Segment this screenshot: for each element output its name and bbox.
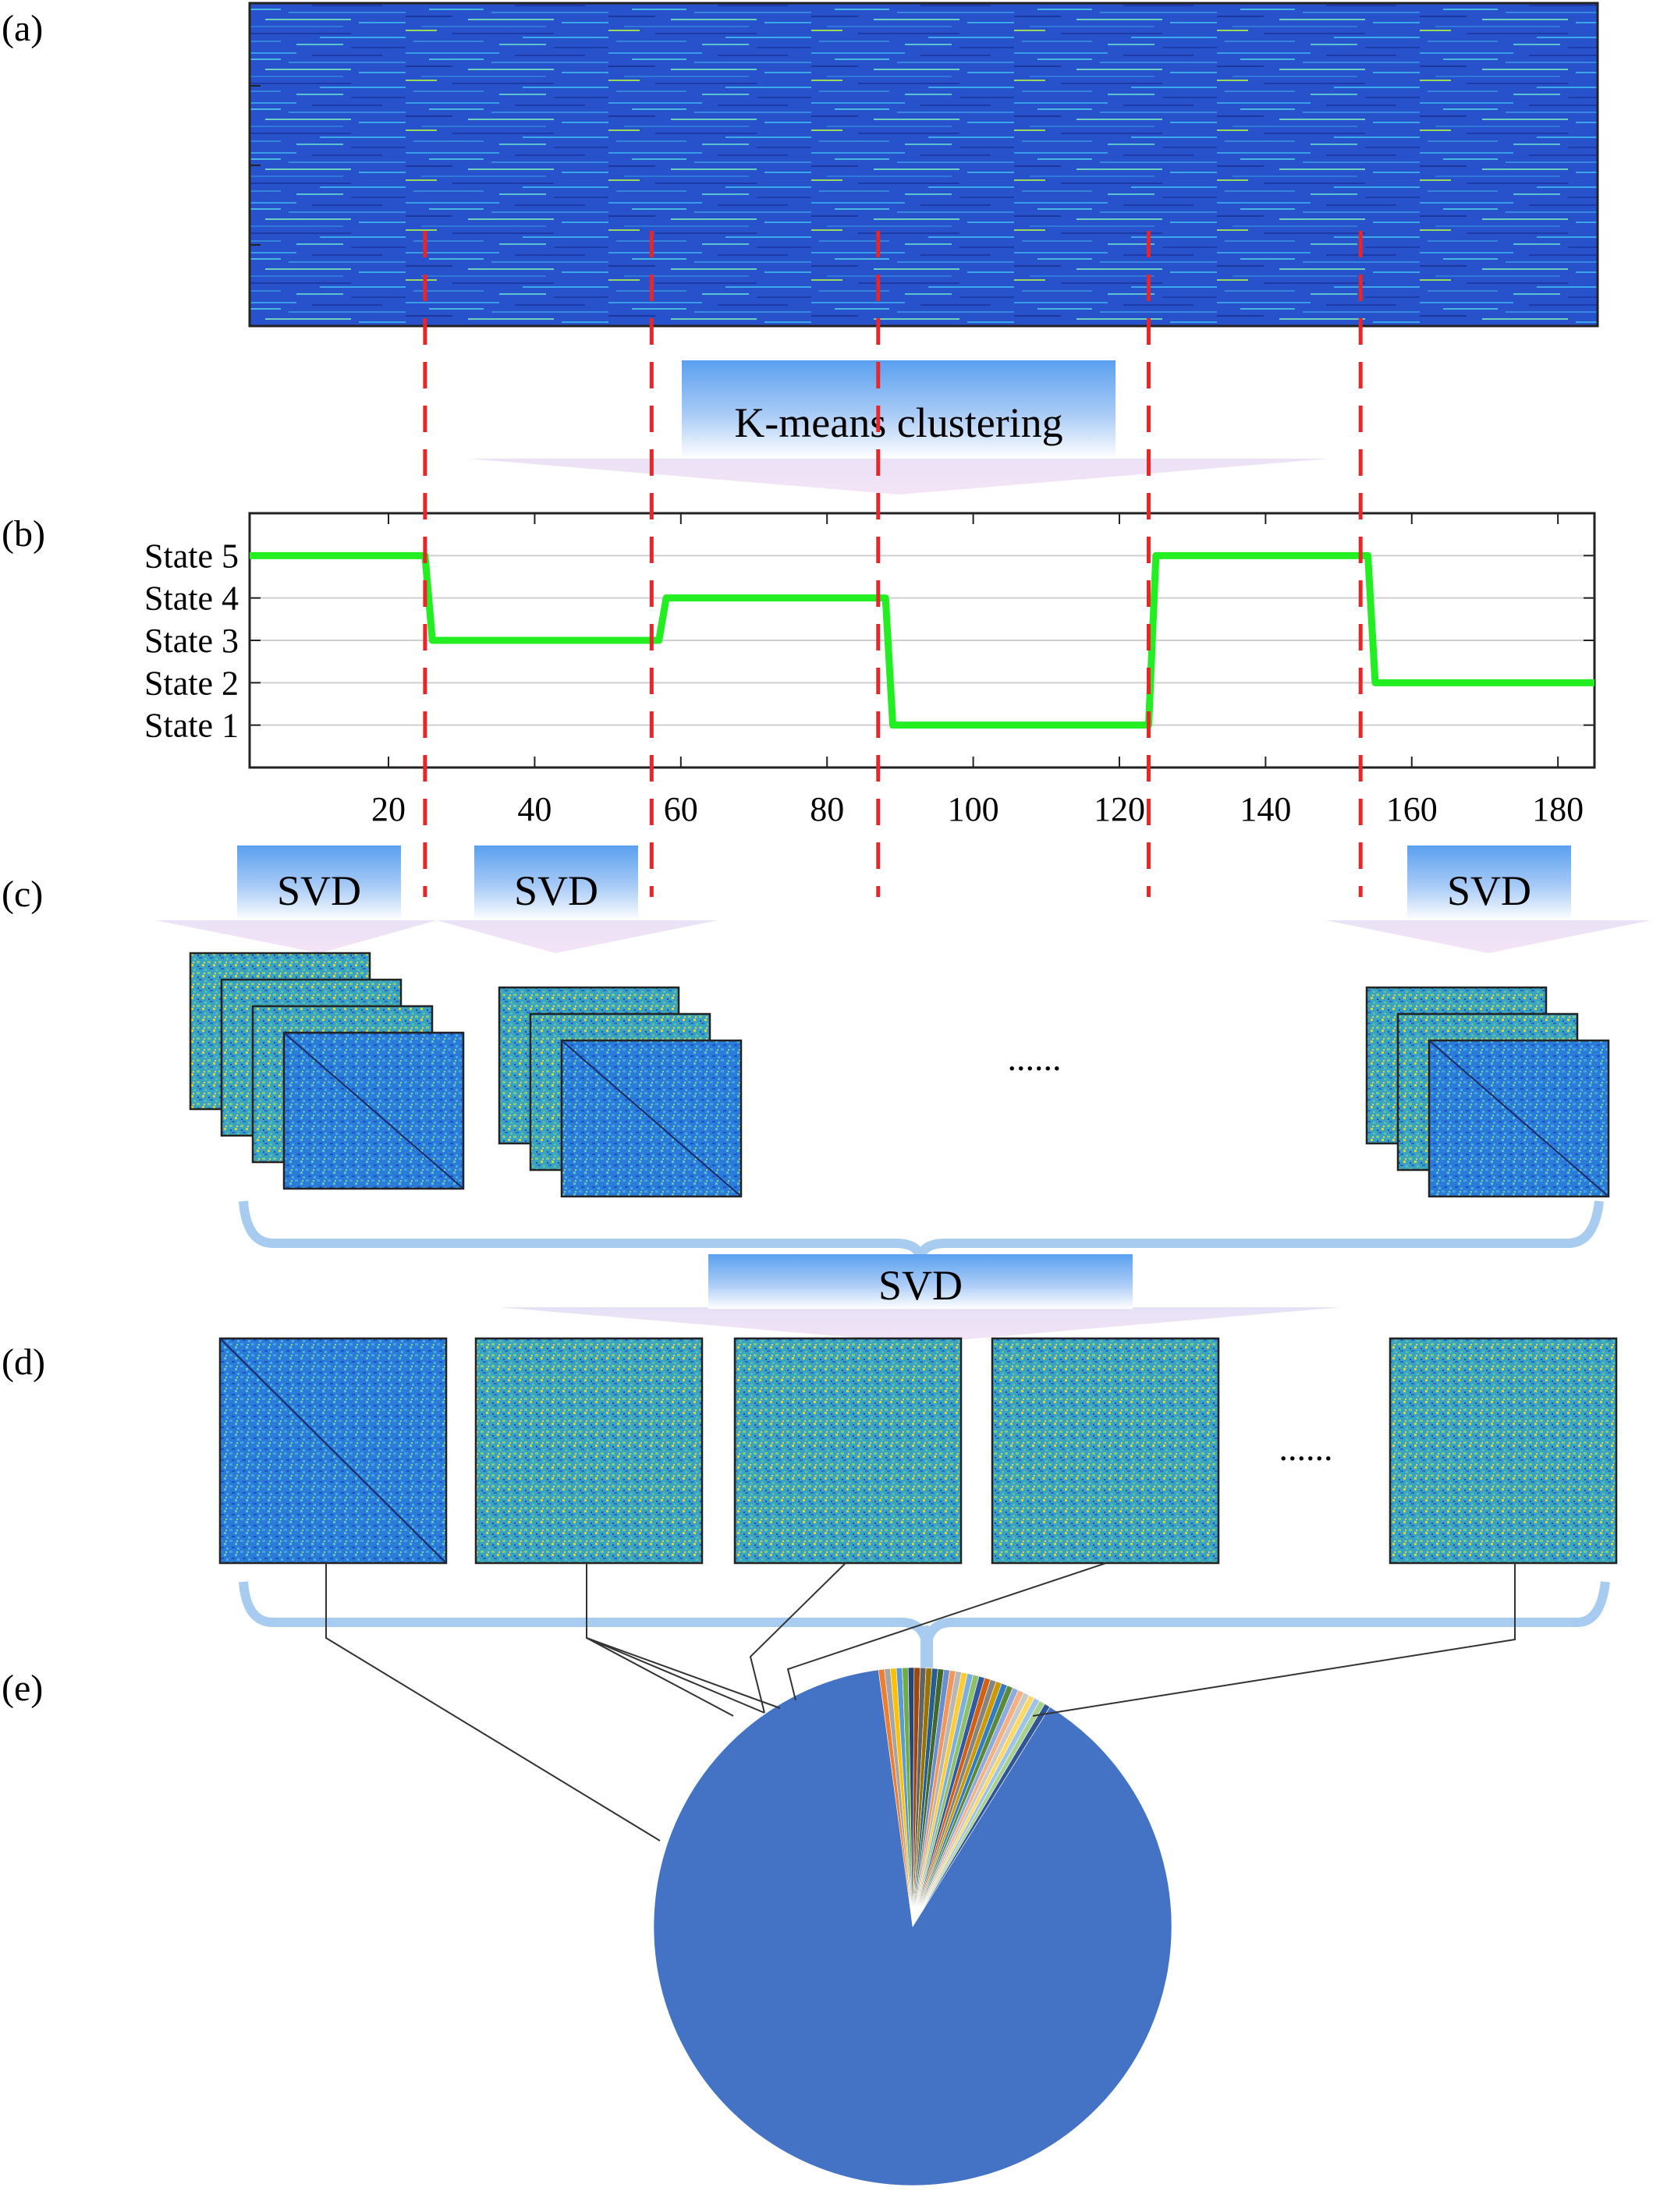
svd-banner-2: SVD — [437, 845, 718, 953]
state-label: State 4 — [144, 580, 239, 618]
connector-line — [586, 1563, 734, 1717]
panel-label-b: (b) — [2, 513, 45, 555]
component-matrix — [991, 1337, 1220, 1565]
svd-banner-3: SVD — [1326, 845, 1651, 953]
state-label: State 2 — [144, 664, 239, 702]
tick-label-x: 160 — [1386, 790, 1438, 828]
matrix-stacks — [189, 952, 1610, 1198]
kmeans-label: K-means clustering — [734, 399, 1062, 446]
state-label: State 5 — [144, 537, 239, 575]
tick-label-x: 40 — [517, 790, 552, 828]
tick-label-x: 120 — [1094, 790, 1145, 828]
connector-line — [325, 1563, 661, 1842]
svd-label-main: SVD — [878, 1262, 963, 1309]
matrix-diagonal — [561, 1040, 742, 1197]
tick-label-x: 60 — [664, 790, 698, 828]
matrix-diagonal — [1428, 1040, 1609, 1197]
svd-label-1: SVD — [277, 867, 361, 914]
connector-line — [786, 1562, 1107, 1701]
connector-line — [1032, 1563, 1516, 1717]
panel-label-a: (a) — [2, 8, 43, 49]
component-matrix — [733, 1337, 963, 1565]
matrix-diagonal — [219, 1338, 447, 1564]
connector-line — [586, 1637, 765, 1714]
ellipsis-d: ...... — [1279, 1428, 1333, 1468]
tick-label-x: 180 — [1532, 790, 1584, 828]
tick-label-x: 140 — [1240, 790, 1291, 828]
tick-label-x: 80 — [810, 790, 844, 828]
bracket-c — [239, 1200, 1604, 1259]
panel-label-e: (e) — [2, 1668, 43, 1709]
state-label: State 3 — [144, 622, 239, 660]
tick-label-x: 20 — [371, 790, 406, 828]
svd-components — [218, 1337, 1618, 1565]
pie-connectors — [325, 1562, 1516, 1842]
connector-line — [749, 1562, 846, 1714]
state-label: State 1 — [144, 707, 239, 745]
tick-label-x: 100 — [948, 790, 999, 828]
svd-label-3: SVD — [1447, 867, 1531, 914]
pie-slice-main — [653, 1669, 1172, 2186]
svd-label-2: SVD — [514, 867, 598, 914]
pie-slice — [912, 1703, 1051, 1927]
component-matrix — [1389, 1337, 1618, 1565]
svd-banner-main: SVD — [499, 1254, 1342, 1343]
panel-label-c: (c) — [2, 874, 43, 915]
matrix-diagonal — [283, 1032, 464, 1189]
state-chart: State 1 State 2 State 3 State 4 State 5 20 40 6… — [144, 512, 1596, 828]
svd-banner-1: SVD — [156, 845, 437, 953]
time-series-heatmap — [248, 2, 1599, 328]
state-series-line — [250, 551, 1594, 729]
ellipsis-c: ...... — [1008, 1038, 1062, 1078]
panel-label-d: (d) — [2, 1342, 45, 1383]
kmeans-banner: K-means clustering — [468, 360, 1329, 495]
connector-line — [586, 1637, 781, 1709]
component-matrix — [474, 1337, 704, 1565]
component-pie — [653, 1667, 1172, 2186]
